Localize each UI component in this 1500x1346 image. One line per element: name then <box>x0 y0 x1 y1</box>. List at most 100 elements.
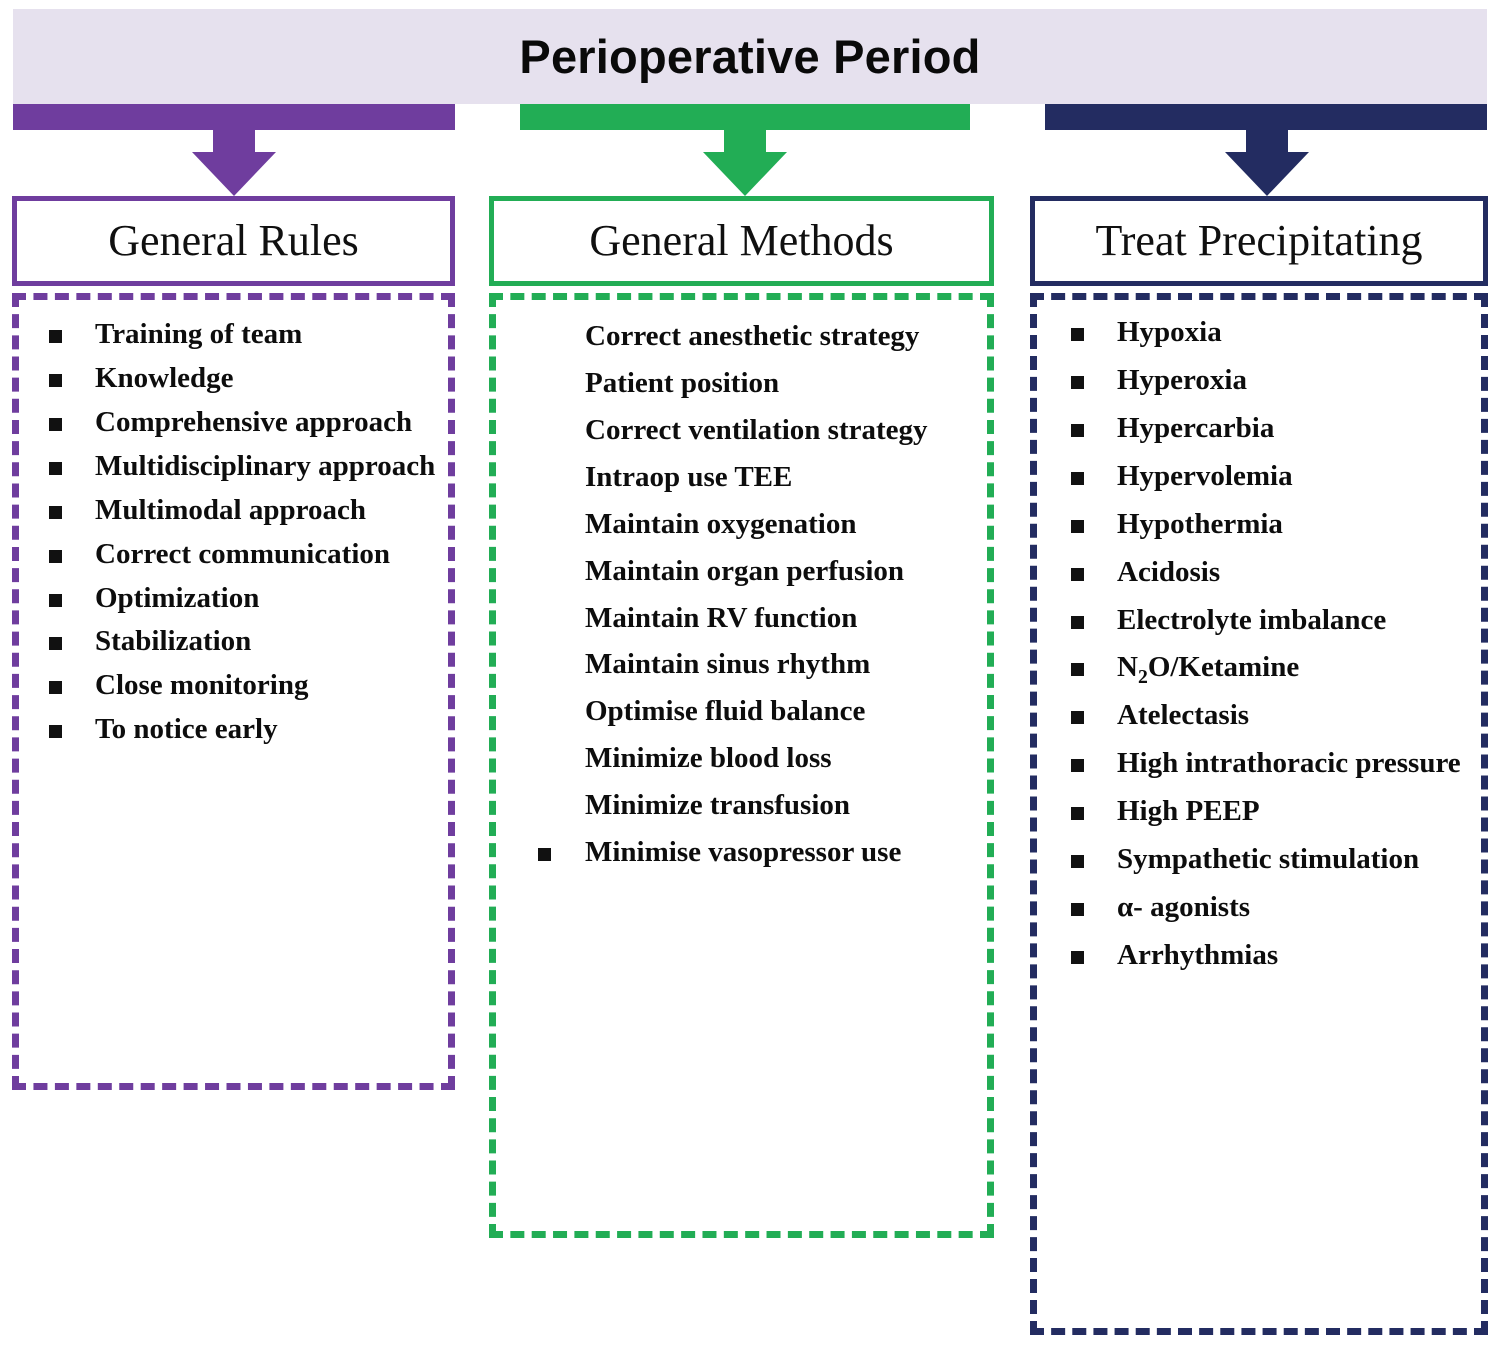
bullet-icon <box>49 461 62 475</box>
bullet-icon <box>1071 567 1084 581</box>
bullet-icon <box>49 725 62 739</box>
list-item[interactable]: Correct anesthetic strategy <box>538 320 977 354</box>
arrow-down-icon-general-methods <box>520 104 970 196</box>
list-item[interactable]: Maintain sinus rhythm <box>538 648 977 682</box>
bullet-icon <box>1071 950 1084 964</box>
arrow-down-icon-general-rules <box>13 104 455 196</box>
list-item[interactable]: α- agonists <box>1071 891 1473 925</box>
list-item[interactable]: Maintain RV function <box>538 602 977 636</box>
list-item[interactable]: Hypervolemia <box>1071 460 1473 494</box>
bullet-icon <box>538 520 551 533</box>
bullet-icon <box>538 754 551 767</box>
bullet-icon <box>538 660 551 673</box>
list-item-label: Optimise fluid balance <box>585 695 866 728</box>
column-header-treat-precipitating[interactable]: Treat Precipitating <box>1030 196 1488 286</box>
bullet-icon <box>1071 903 1084 917</box>
list-item-label: Arrhythmias <box>1117 938 1279 971</box>
list-item[interactable]: Comprehensive approach <box>49 406 438 440</box>
bullet-icon <box>1071 711 1084 725</box>
list-item[interactable]: Multimodal approach <box>49 494 438 528</box>
bullet-icon <box>538 426 551 439</box>
list-item[interactable]: Hypercarbia <box>1071 412 1473 446</box>
list-item[interactable]: Sympathetic stimulation <box>1071 843 1473 877</box>
arrow-down-icon-treat-precipitating <box>1045 104 1487 196</box>
list-item-label: Minimise vasopressor use <box>585 836 902 869</box>
list-item-label: To notice early <box>95 713 278 746</box>
list-item[interactable]: Correct ventilation strategy <box>538 414 977 448</box>
bullet-icon <box>1071 471 1084 485</box>
list-item[interactable]: Correct communication <box>49 538 438 572</box>
bullet-icon <box>538 332 551 345</box>
bullet-icon <box>49 593 62 607</box>
list-item-label: Hyperoxia <box>1117 363 1247 396</box>
list-item-label: Maintain RV function <box>585 601 858 634</box>
list-item[interactable]: Intraop use TEE <box>538 461 977 495</box>
list-item-label: Maintain sinus rhythm <box>585 648 871 681</box>
list-item-label: Minimize transfusion <box>585 789 851 822</box>
list-item[interactable]: Hypothermia <box>1071 508 1473 542</box>
list-item[interactable]: Minimize transfusion <box>538 789 977 823</box>
bullet-icon <box>538 473 551 486</box>
list-item-label: Hypercarbia <box>1117 411 1275 444</box>
list-item[interactable]: Maintain oxygenation <box>538 508 977 542</box>
list-item-label: Sympathetic stimulation <box>1117 843 1420 876</box>
page-title: Perioperative Period <box>519 30 981 83</box>
column-title: Treat Precipitating <box>1095 216 1423 265</box>
bullet-icon <box>1071 615 1084 629</box>
list-item-label: Knowledge <box>95 361 234 394</box>
list-item[interactable]: Hypoxia <box>1071 316 1473 350</box>
list-item[interactable]: High intrathoracic pressure <box>1071 747 1473 781</box>
list-item[interactable]: Maintain organ perfusion <box>538 555 977 589</box>
list-item[interactable]: Close monitoring <box>49 669 438 703</box>
bullet-icon <box>49 637 62 651</box>
bullet-icon <box>49 330 62 343</box>
bullet-icon <box>538 567 551 580</box>
bullet-icon <box>49 681 62 695</box>
list-item[interactable]: Knowledge <box>49 362 438 396</box>
list-item[interactable]: Optimization <box>49 582 438 616</box>
list-item[interactable]: Training of team <box>49 318 438 352</box>
arrow-bar <box>520 104 970 130</box>
list-item[interactable]: N2O/Ketamine <box>1071 651 1473 687</box>
list-item-label: Multidisciplinary approach <box>95 449 436 482</box>
list-item[interactable]: Arrhythmias <box>1071 939 1473 973</box>
list-item[interactable]: High PEEP <box>1071 795 1473 829</box>
list-item[interactable]: Minimise vasopressor use <box>538 836 977 870</box>
list-item-label: Comprehensive approach <box>95 405 413 438</box>
list-item[interactable]: Optimise fluid balance <box>538 695 977 729</box>
bullet-icon <box>1071 519 1084 533</box>
list-item-label: Correct communication <box>95 537 391 570</box>
bullet-icon <box>1071 855 1084 869</box>
list-item[interactable]: Hyperoxia <box>1071 364 1473 398</box>
list-item-label: Electrolyte imbalance <box>1117 603 1387 636</box>
bullet-icon <box>49 417 62 431</box>
arrow-head <box>192 152 276 196</box>
list-item-label: Acidosis <box>1117 555 1221 588</box>
list-item-label: Atelectasis <box>1117 699 1250 732</box>
list-item[interactable]: Multidisciplinary approach <box>49 450 438 484</box>
column-header-general-rules[interactable]: General Rules <box>12 196 455 286</box>
list-item-label: Correct anesthetic strategy <box>585 320 920 352</box>
bullet-icon <box>49 505 62 519</box>
arrow-bar <box>1045 104 1487 130</box>
bullet-icon <box>49 549 62 563</box>
list-item[interactable]: Electrolyte imbalance <box>1071 604 1473 638</box>
list-item[interactable]: Atelectasis <box>1071 699 1473 733</box>
list-item[interactable]: To notice early <box>49 713 438 747</box>
column-header-general-methods[interactable]: General Methods <box>489 196 994 286</box>
list-item[interactable]: Patient position <box>538 367 977 401</box>
list-item[interactable]: Acidosis <box>1071 556 1473 590</box>
list-item-label: Stabilization <box>95 625 252 658</box>
header-band: Perioperative Period <box>13 9 1487 104</box>
list-item[interactable]: Minimize blood loss <box>538 742 977 776</box>
list-item-label: Patient position <box>585 366 780 399</box>
arrow-stem <box>213 130 255 152</box>
list-item[interactable]: Stabilization <box>49 625 438 659</box>
bullet-icon <box>1071 807 1084 821</box>
bullet-icon <box>538 614 551 627</box>
